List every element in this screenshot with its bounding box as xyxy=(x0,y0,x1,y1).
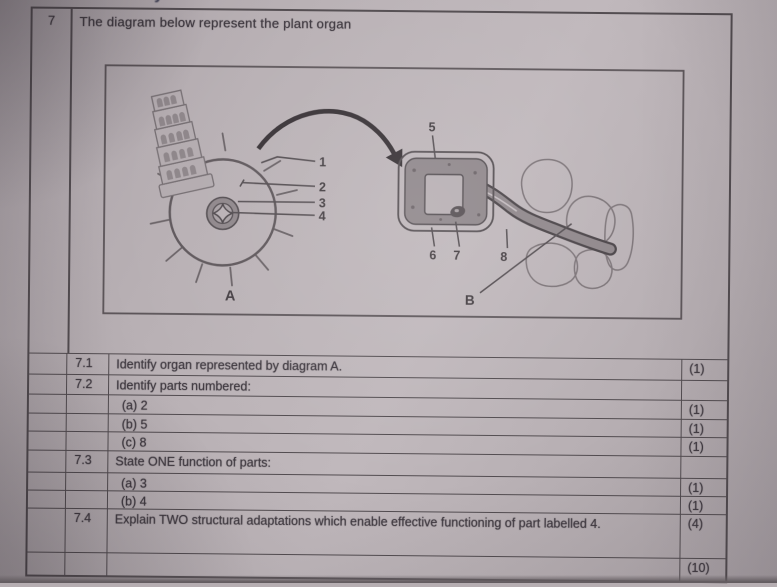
question-row: 7.4 Explain TWO structural adaptations w… xyxy=(27,507,726,559)
question-number-cell: 7.2 xyxy=(66,374,110,395)
question-number-cell xyxy=(66,413,109,432)
question-number-cell: 7.4 xyxy=(65,508,108,553)
marks-cell: (1) xyxy=(680,437,727,457)
marks-cell: (1) xyxy=(681,359,728,381)
question-number-cell xyxy=(66,431,109,451)
marks-cell: (1) xyxy=(680,478,727,497)
marks-cell xyxy=(680,456,727,479)
question-number-cell: 7.1 xyxy=(67,353,110,375)
marks-cell: (10) xyxy=(679,558,726,582)
question-intro: The diagram below represent the plant or… xyxy=(79,14,352,32)
question-number-cell xyxy=(65,490,109,509)
question-text-cell: Explain TWO structural adaptations which… xyxy=(114,512,601,532)
activity-heading: Activity 7 xyxy=(95,0,245,5)
question-number: 7 xyxy=(47,12,56,28)
question-number-cell xyxy=(66,472,109,491)
question-number-cell: 7.3 xyxy=(66,450,109,473)
marks-cell: (4) xyxy=(679,514,726,559)
question-number-cell xyxy=(66,394,109,414)
marks-cell xyxy=(680,380,728,401)
marks-cell: (1) xyxy=(680,419,727,438)
marks-cell: (1) xyxy=(679,496,727,515)
question-table: 7 The diagram below represent the plant … xyxy=(25,6,733,584)
question-rows: 7.1 Identify organ represented by diagra… xyxy=(27,352,728,582)
question-number-cell xyxy=(65,552,108,576)
column-divider xyxy=(67,8,73,353)
question-text-cell xyxy=(107,553,679,580)
marks-cell: (1) xyxy=(680,400,727,420)
